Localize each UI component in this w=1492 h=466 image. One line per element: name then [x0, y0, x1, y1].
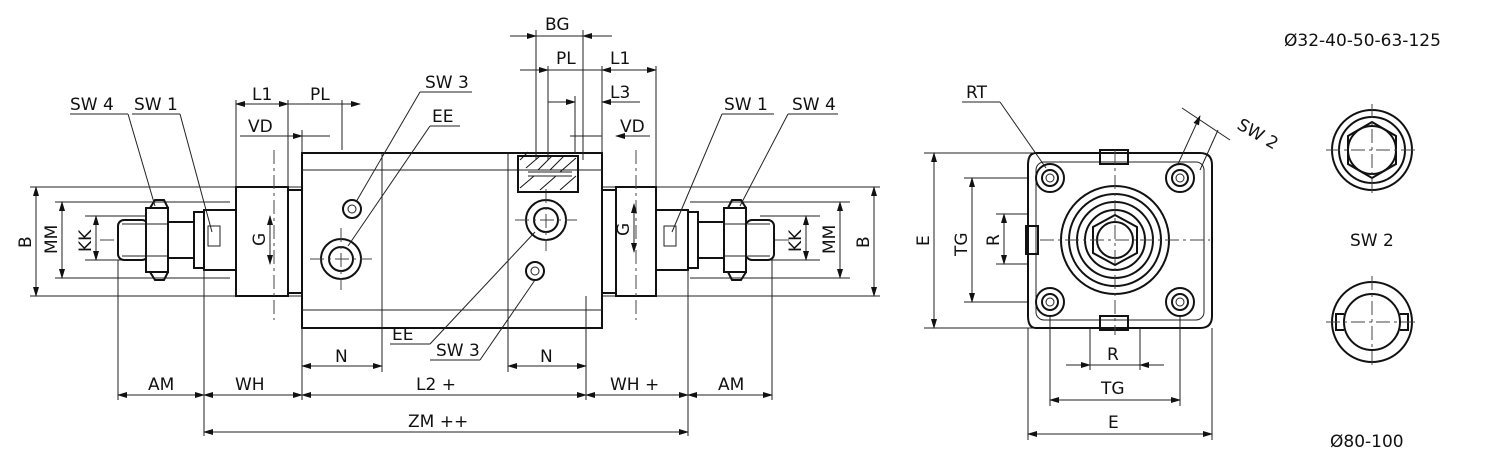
- label-l3: L3: [610, 83, 630, 103]
- large-size-note: Ø80-100: [1330, 432, 1404, 452]
- label-sw3-top: SW 3: [425, 73, 469, 93]
- label-rt: RT: [966, 83, 988, 103]
- left-rod-assembly: [117, 199, 237, 281]
- label-am-right: AM: [718, 375, 744, 395]
- label-sw3-bottom: SW 3: [436, 341, 480, 361]
- label-pl-left: PL: [310, 85, 330, 105]
- right-rod-assembly: [655, 199, 775, 281]
- label-zm: ZM ++: [408, 412, 468, 432]
- label-g-left: G: [250, 233, 270, 246]
- vertical-dimensions: [33, 186, 877, 297]
- left-end-cap: [235, 150, 303, 320]
- detail-hex: [1326, 104, 1418, 196]
- label-e-vertical: E: [914, 235, 934, 246]
- label-r-vertical: R: [984, 234, 1004, 246]
- label-n-right: N: [540, 347, 553, 367]
- label-e-horizontal: E: [1108, 413, 1119, 433]
- label-kk-right: KK: [786, 229, 806, 252]
- label-b-right: B: [854, 236, 874, 248]
- label-am-left: AM: [148, 375, 174, 395]
- cylinder-barrel: [301, 151, 603, 329]
- label-l1-left: L1: [252, 85, 272, 105]
- label-mm-right: MM: [820, 225, 840, 254]
- detail-views: Ø32-40-50-63-125 SW 2 Ø80-100: [1284, 31, 1441, 452]
- label-sw4-right: SW 4: [792, 95, 836, 115]
- label-sw2-end: SW 2: [1234, 115, 1282, 154]
- end-view: RT SW 2 E TG R R TG E: [914, 83, 1281, 440]
- detail-flats: [1326, 276, 1418, 368]
- top-dimensions: [235, 30, 657, 187]
- label-bg: BG: [545, 15, 570, 35]
- label-l2: L2 +: [416, 375, 456, 395]
- label-sw2-detail: SW 2: [1350, 231, 1394, 251]
- label-tg-horizontal: TG: [1100, 379, 1125, 399]
- label-wh-right: WH +: [610, 375, 659, 395]
- label-b-left: B: [16, 236, 36, 248]
- label-vd-left: VD: [248, 117, 273, 137]
- label-sw1-right: SW 1: [724, 95, 768, 115]
- label-l1-right: L1: [610, 49, 630, 69]
- label-ee-top: EE: [432, 107, 453, 127]
- label-sw4-left: SW 4: [70, 95, 114, 115]
- label-kk-left: KK: [76, 229, 96, 252]
- label-mm-left: MM: [42, 225, 62, 254]
- label-ee-bottom: EE: [392, 325, 413, 345]
- label-wh-left: WH: [235, 375, 265, 395]
- leader-lines: [70, 91, 838, 361]
- bottom-dimensions: [117, 260, 773, 436]
- series-note: Ø32-40-50-63-125: [1284, 31, 1441, 51]
- label-r-horizontal: R: [1107, 345, 1119, 365]
- side-view: SW 4 SW 1 L1 PL SW 3 EE VD BG PL L1 L3 V…: [16, 15, 880, 436]
- label-sw1-left: SW 1: [134, 95, 178, 115]
- label-pl-right: PL: [556, 49, 576, 69]
- label-n-left: N: [335, 347, 348, 367]
- label-g-right: G: [614, 223, 634, 236]
- label-vd-right: VD: [620, 117, 645, 137]
- label-tg-vertical: TG: [952, 232, 972, 257]
